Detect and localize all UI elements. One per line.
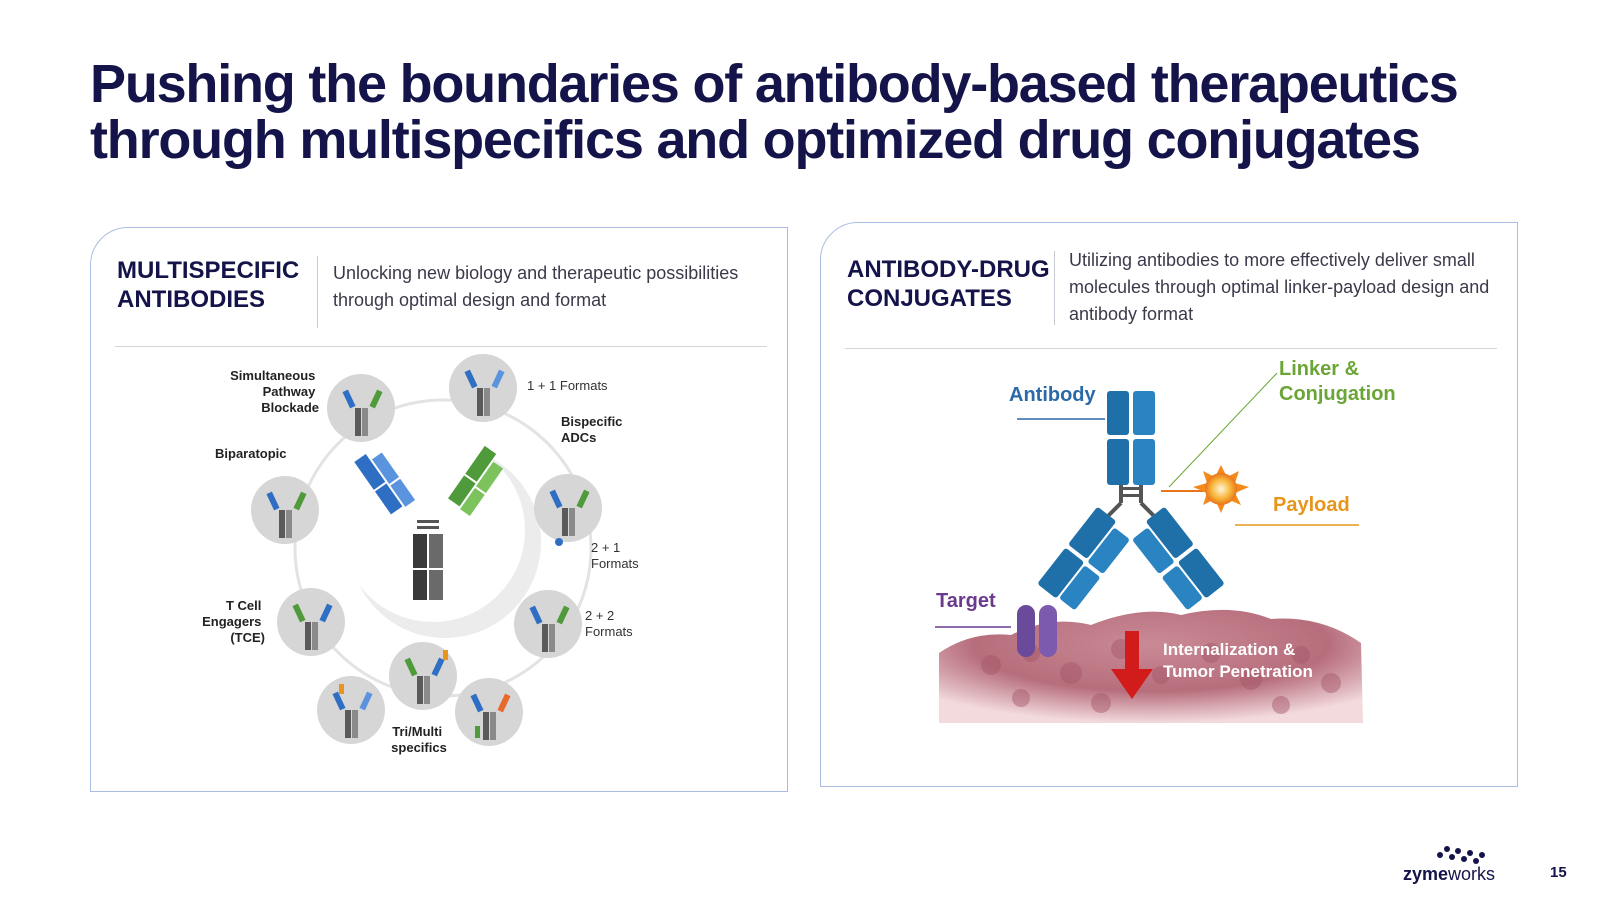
format-2plus2-icon bbox=[514, 590, 582, 658]
format-trispecific-icon bbox=[389, 642, 457, 710]
adc-diagram: Antibody Linker & Conjugation Payload Ta… bbox=[935, 358, 1396, 723]
zymeworks-wordmark: zymeworks bbox=[1403, 864, 1496, 884]
title-divider bbox=[1054, 251, 1055, 325]
format-1plus1-icon bbox=[449, 354, 517, 422]
label-bispecific-adcs: Bispecific ADCs bbox=[561, 414, 626, 445]
label-antibody: Antibody bbox=[1009, 384, 1097, 406]
multispecific-diagram: Simultaneous Pathway Blockade 1 + 1 Form… bbox=[202, 354, 639, 755]
header-divider bbox=[845, 348, 1497, 349]
slide-title: Pushing the boundaries of antibody-based… bbox=[90, 54, 1459, 170]
target-receptor-icon bbox=[1017, 605, 1057, 657]
multispecific-description: Unlocking new biology and therapeutic po… bbox=[333, 263, 739, 310]
central-antibody-icon bbox=[354, 445, 504, 600]
label-tce: T Cell Engagers (TCE) bbox=[202, 598, 265, 645]
page-number: 15 bbox=[1550, 864, 1567, 881]
label-biparatopic: Biparatopic bbox=[215, 446, 287, 461]
label-linker: Linker & Conjugation bbox=[1279, 358, 1396, 405]
adc-panel: ANTIBODY-DRUG CONJUGATES Utilizing antib… bbox=[820, 222, 1518, 787]
zymeworks-logo-icon bbox=[1437, 846, 1485, 864]
format-bispecific-adc-icon bbox=[534, 474, 602, 546]
adc-title: ANTIBODY-DRUG CONJUGATES bbox=[847, 256, 1050, 312]
internalization-arrow-icon bbox=[1111, 631, 1153, 699]
format-multispecific-a-icon bbox=[317, 676, 385, 744]
antibody-icon bbox=[1038, 391, 1224, 610]
multispecific-panel: MULTISPECIFIC ANTIBODIES Unlocking new b… bbox=[90, 227, 788, 792]
label-target: Target bbox=[936, 590, 996, 612]
label-2plus2: 2 + 2 Formats bbox=[585, 608, 633, 639]
label-1plus1: 1 + 1 Formats bbox=[527, 378, 608, 393]
format-tce-icon bbox=[277, 588, 345, 656]
label-pathway: Simultaneous Pathway Blockade bbox=[230, 368, 319, 415]
format-pathway-icon bbox=[327, 374, 395, 442]
label-internalization: Internalization & Tumor Penetration bbox=[1163, 640, 1313, 681]
title-divider bbox=[317, 256, 318, 328]
label-payload: Payload bbox=[1273, 494, 1350, 516]
format-multispecific-b-icon bbox=[455, 678, 523, 746]
payload-burst-icon bbox=[1193, 465, 1249, 513]
header-divider bbox=[115, 346, 767, 347]
label-2plus1: 2 + 1 Formats bbox=[591, 540, 639, 571]
format-biparatopic-icon bbox=[251, 476, 319, 544]
label-tri-multi: Tri/Multi specifics bbox=[391, 724, 447, 755]
adc-description: Utilizing antibodies to more effectively… bbox=[1069, 250, 1490, 324]
multispecific-title: MULTISPECIFIC ANTIBODIES bbox=[117, 257, 300, 313]
